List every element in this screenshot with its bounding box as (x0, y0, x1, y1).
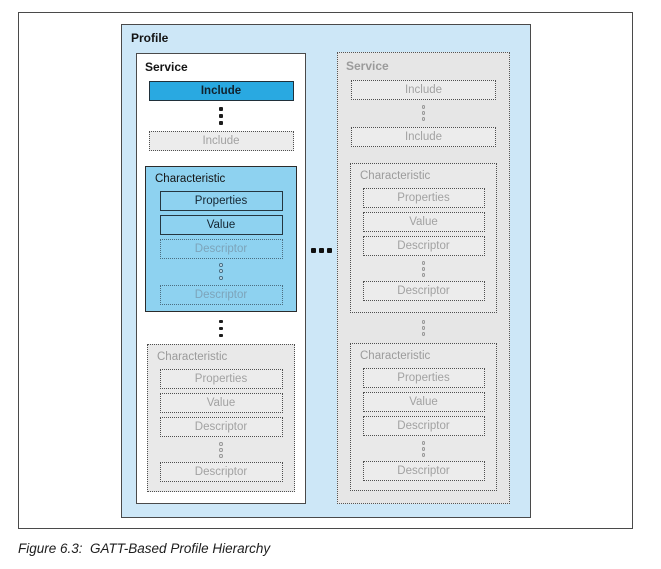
include-box: Include (351, 127, 496, 147)
properties-box: Properties (362, 368, 485, 388)
characteristic-label: Characteristic (360, 350, 431, 362)
service-label: Service (346, 59, 389, 73)
small-vertical-ellipsis-icon (421, 105, 426, 121)
figure-frame: Profile Service Include Include Characte… (18, 12, 633, 529)
profile-box: Profile Service Include Include Characte… (121, 24, 531, 518)
properties-box: Properties (362, 188, 485, 208)
value-box: Value (362, 392, 485, 412)
descriptor-box: Descriptor (159, 462, 283, 482)
characteristic-box: Characteristic Properties Value Descript… (350, 163, 497, 313)
small-vertical-ellipsis-icon (219, 442, 223, 458)
value-box: Value (159, 393, 283, 413)
descriptor-box: Descriptor (159, 284, 283, 305)
service-box-primary: Service Include Include Characteristic P… (136, 53, 306, 504)
properties-box: Properties (159, 369, 283, 389)
descriptor-box: Descriptor (362, 236, 485, 256)
characteristic-box-additional: Characteristic Properties Value Descript… (147, 344, 295, 492)
horizontal-ellipsis-icon (311, 248, 332, 253)
small-vertical-ellipsis-icon (219, 262, 223, 280)
vertical-ellipsis-icon (219, 319, 223, 337)
small-vertical-ellipsis-icon (421, 320, 426, 336)
profile-label: Profile (131, 31, 169, 45)
include-box-primary: Include (148, 81, 294, 101)
small-vertical-ellipsis-icon (421, 261, 426, 277)
characteristic-label: Characteristic (155, 172, 226, 185)
characteristic-label: Characteristic (157, 351, 228, 363)
service-box-secondary: Service Include Include Characteristic P… (337, 52, 510, 504)
figure-caption: Figure 6.3: GATT-Based Profile Hierarchy (18, 541, 271, 556)
characteristic-label: Characteristic (360, 170, 431, 182)
descriptor-box: Descriptor (159, 417, 283, 437)
value-box: Value (362, 212, 485, 232)
characteristic-box: Characteristic Properties Value Descript… (350, 343, 497, 491)
vertical-ellipsis-icon (219, 107, 223, 125)
include-box: Include (351, 80, 496, 100)
descriptor-box: Descriptor (362, 281, 485, 301)
service-label: Service (145, 60, 188, 74)
characteristic-box-primary: Characteristic Properties Value Descript… (145, 165, 297, 312)
descriptor-box: Descriptor (362, 416, 485, 436)
properties-box: Properties (159, 190, 283, 211)
descriptor-box: Descriptor (159, 238, 283, 259)
small-vertical-ellipsis-icon (421, 441, 426, 457)
descriptor-box: Descriptor (362, 461, 485, 481)
value-box: Value (159, 214, 283, 235)
include-box-additional: Include (148, 130, 294, 151)
